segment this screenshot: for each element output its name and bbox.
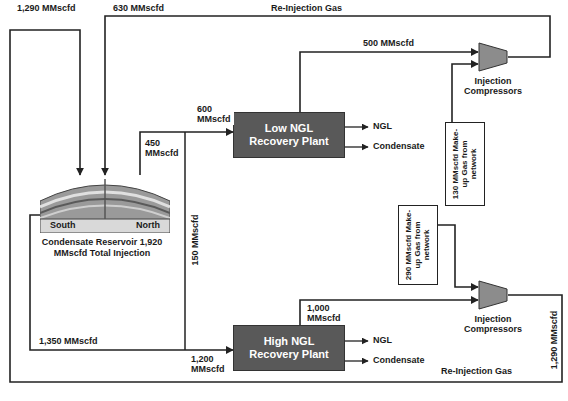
zone-label: South <box>50 220 76 230</box>
flow-label: Condensate <box>372 355 426 365</box>
process-box: Low NGL Recovery Plant <box>233 112 345 158</box>
flow-label: NGL <box>372 121 393 131</box>
flow-connector <box>438 225 478 287</box>
zone-label: North <box>136 220 160 230</box>
box-label: 130 MMscfd Make-up Gas from network <box>451 126 479 202</box>
flow-label: Condensate <box>372 141 426 151</box>
product-arrow <box>345 126 368 127</box>
flow-connector <box>30 215 233 350</box>
flow-rate-label: 1,000 MMscfd <box>306 303 344 324</box>
flow-connector <box>10 30 562 382</box>
flow-connector <box>300 300 478 325</box>
box-label: 290 MMscfd Make-up Gas from network <box>404 209 432 281</box>
makeup-box: 130 MMscfd Make-up Gas from network <box>445 122 485 206</box>
flow-label: Re-Injection Gas <box>440 366 513 376</box>
flow-label: 600 MMscfd <box>196 104 234 125</box>
flow-label: 150 MMscfd <box>190 213 200 266</box>
compressor-icon <box>478 42 508 72</box>
process-box: High NGL Recovery Plant <box>233 325 345 371</box>
product-arrow <box>345 340 368 341</box>
flow-label: 1,200 MMscfd <box>190 354 232 375</box>
flow-rate-label: 630 MMscfd <box>112 3 165 13</box>
equipment-label: Injection Compressors <box>459 314 527 335</box>
flow-label: 1,290 MMscfd <box>16 3 77 13</box>
flow-rate-label: 450 MMscfd <box>144 138 182 159</box>
flow-rate-label: 500 MMscfd <box>362 38 415 48</box>
compressor-icon <box>478 280 508 310</box>
compressor-symbol: Injection Compressors <box>478 42 508 72</box>
bypass-line <box>184 132 186 350</box>
box-label: Low NGL Recovery Plant <box>240 122 338 148</box>
reservoir-caption: Condensate Reservoir 1,920 MMscfd Total … <box>40 237 164 259</box>
box-label: High NGL Recovery Plant <box>240 335 338 361</box>
product-arrow <box>345 146 368 147</box>
makeup-box: 290 MMscfd Make-up Gas from network <box>398 205 438 285</box>
flow-label: NGL <box>372 335 393 345</box>
compressor-symbol: Injection Compressors <box>478 280 508 310</box>
flow-rate-label: 1,290 MMscfd <box>549 310 559 371</box>
reservoir: SouthNorthCondensate Reservoir 1,920 MMs… <box>40 175 170 233</box>
flow-connector <box>140 132 233 175</box>
product-arrow <box>345 360 368 361</box>
flow-rate-label: 1,350 MMscfd <box>38 336 99 346</box>
equipment-label: Injection Compressors <box>459 76 527 97</box>
flow-label: Re-Injection Gas <box>270 3 343 13</box>
